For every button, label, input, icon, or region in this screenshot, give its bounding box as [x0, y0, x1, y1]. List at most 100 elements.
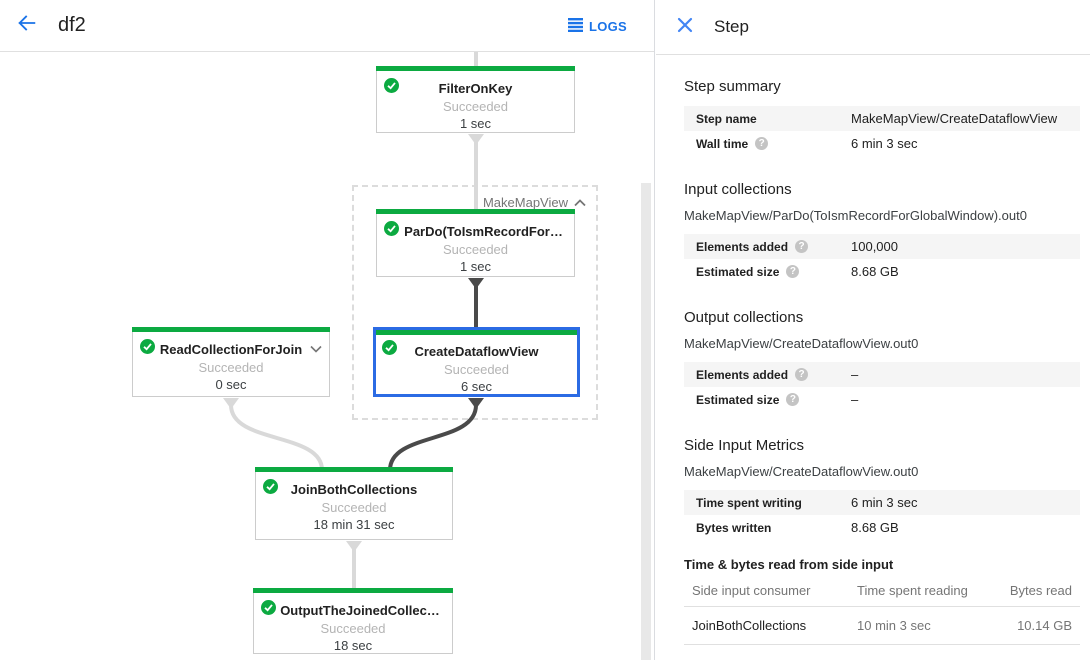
section-heading-side-input-metrics: Side Input Metrics: [684, 437, 805, 454]
node-joinbothcollections[interactable]: JoinBothCollections Succeeded 18 min 31 …: [255, 467, 453, 540]
success-check-icon: [384, 78, 399, 93]
node-time: 1 sec: [459, 259, 492, 274]
node-filteronkey[interactable]: FilterOnKey Succeeded 1 sec: [376, 66, 575, 133]
row-label: Elements added: [696, 239, 789, 254]
node-title: OutputTheJoinedCollec…: [280, 603, 440, 618]
step-details-panel: Step Step summary Step name MakeMapView/…: [656, 0, 1090, 660]
input-collections-rows: Elements added ? 100,000 Estimated size …: [684, 234, 1080, 284]
cell-bytes: 10.14 GB: [1017, 618, 1072, 633]
section-heading-input-collections: Input collections: [684, 181, 792, 198]
row-estimated-size: Estimated size ? 8.68 GB: [684, 259, 1080, 284]
group-label: MakeMapView: [482, 195, 568, 210]
close-panel-button[interactable]: [674, 16, 696, 38]
success-check-icon: [382, 340, 397, 355]
node-outputthejoinedcollection[interactable]: OutputTheJoinedCollec… Succeeded 18 sec: [253, 588, 453, 654]
success-check-icon: [140, 339, 155, 354]
section-heading-output-collections: Output collections: [684, 309, 804, 326]
node-status: Succeeded: [442, 99, 509, 114]
cell-time: 10 min 3 sec: [857, 618, 931, 633]
node-readcollectionforjoin[interactable]: ReadCollectionForJoin Succeeded 0 sec: [132, 327, 330, 397]
side-input-collection-name: MakeMapView/CreateDataflowView.out0: [684, 464, 919, 479]
row-label: Bytes written: [696, 520, 772, 535]
help-icon[interactable]: ?: [786, 265, 800, 278]
cell-consumer: JoinBothCollections: [692, 618, 807, 633]
node-title: FilterOnKey: [438, 81, 513, 96]
row-label: Wall time: [696, 136, 749, 151]
node-status-bar: [376, 209, 575, 214]
row-wall-time: Wall time ? 6 min 3 sec: [684, 131, 1080, 156]
side-input-table: Side input consumer Time spent reading B…: [684, 576, 1080, 645]
graph-edges: [223, 52, 484, 590]
node-status: Succeeded: [442, 242, 509, 257]
node-title: JoinBothCollections: [290, 482, 418, 497]
node-status-bar: [376, 330, 577, 335]
input-collection-name: MakeMapView/ParDo(ToIsmRecordForGlobalWi…: [684, 208, 1027, 223]
help-icon[interactable]: ?: [755, 137, 769, 150]
step-panel-header: Step: [656, 0, 1090, 55]
row-value: 6 min 3 sec: [851, 495, 918, 510]
node-status-bar: [376, 66, 575, 71]
node-pardo-toismrecord[interactable]: ParDo(ToIsmRecordFor… Succeeded 1 sec: [376, 209, 575, 277]
back-arrow-icon: [16, 12, 38, 39]
node-title: ParDo(ToIsmRecordFor…: [404, 224, 563, 239]
help-icon[interactable]: ?: [795, 368, 809, 381]
node-time: 18 sec: [333, 638, 373, 653]
node-createdataflowview[interactable]: CreateDataflowView Succeeded 6 sec: [373, 327, 580, 397]
node-status: Succeeded: [198, 360, 264, 375]
node-title: ReadCollectionForJoin: [159, 342, 303, 357]
node-title: CreateDataflowView: [414, 344, 539, 359]
row-elements-added: Elements added ? –: [684, 362, 1080, 387]
row-value: –: [851, 392, 859, 407]
table-row: JoinBothCollections 10 min 3 sec 10.14 G…: [684, 607, 1080, 645]
close-icon: [677, 17, 693, 38]
pipeline-graph-canvas[interactable]: MakeMapView: [0, 52, 654, 660]
row-label: Time spent writing: [696, 495, 802, 510]
success-check-icon: [261, 600, 276, 615]
chevron-up-icon: [574, 195, 586, 210]
chevron-down-icon[interactable]: [310, 340, 322, 358]
side-input-metrics-rows: Time spent writing 6 min 3 sec Bytes wri…: [684, 490, 1080, 540]
job-header: df2 LOGS: [0, 0, 654, 52]
row-label: Estimated size: [696, 264, 780, 279]
node-time: 6 sec: [460, 379, 493, 394]
node-status: Succeeded: [321, 500, 387, 515]
row-bytes-written: Bytes written 8.68 GB: [684, 515, 1080, 540]
help-icon[interactable]: ?: [795, 240, 809, 253]
makemapview-group-toggle[interactable]: MakeMapView: [483, 195, 586, 210]
success-check-icon: [263, 479, 278, 494]
logs-list-icon: [567, 17, 583, 35]
row-step-name: Step name MakeMapView/CreateDataflowView: [684, 106, 1080, 131]
panel-title: Step: [714, 17, 749, 36]
column-header-consumer: Side input consumer: [692, 583, 811, 598]
node-status-bar: [253, 588, 453, 593]
output-collections-rows: Elements added ? – Estimated size ? –: [684, 362, 1080, 412]
row-label: Step name: [696, 111, 757, 126]
graph-panel: df2 LOGS MakeMapView: [0, 0, 655, 660]
node-status: Succeeded: [320, 621, 386, 636]
row-label: Elements added: [696, 367, 789, 382]
side-input-table-heading: Time & bytes read from side input: [684, 557, 894, 572]
row-value: –: [851, 367, 859, 382]
row-value: 100,000: [851, 239, 898, 254]
back-button[interactable]: [14, 13, 40, 39]
node-status-bar: [255, 467, 453, 472]
row-estimated-size: Estimated size ? –: [684, 387, 1080, 412]
row-value: 8.68 GB: [851, 264, 899, 279]
logs-button[interactable]: LOGS: [567, 0, 627, 52]
row-label: Estimated size: [696, 392, 780, 407]
node-time: 0 sec: [215, 377, 247, 392]
graph-scrollbar[interactable]: [641, 183, 651, 660]
column-header-time: Time spent reading: [857, 583, 968, 598]
success-check-icon: [384, 221, 399, 236]
row-value: MakeMapView/CreateDataflowView: [851, 111, 1058, 126]
help-icon[interactable]: ?: [786, 393, 800, 406]
node-status: Succeeded: [443, 362, 510, 377]
section-heading-step-summary: Step summary: [684, 78, 781, 95]
logs-label: LOGS: [588, 18, 627, 34]
node-status-bar: [132, 327, 330, 332]
table-header-row: Side input consumer Time spent reading B…: [684, 576, 1080, 607]
row-time-spent-writing: Time spent writing 6 min 3 sec: [684, 490, 1080, 515]
row-value: 6 min 3 sec: [851, 136, 918, 151]
step-panel-content: Step summary Step name MakeMapView/Creat…: [656, 78, 1090, 645]
job-title: df2: [58, 14, 86, 36]
